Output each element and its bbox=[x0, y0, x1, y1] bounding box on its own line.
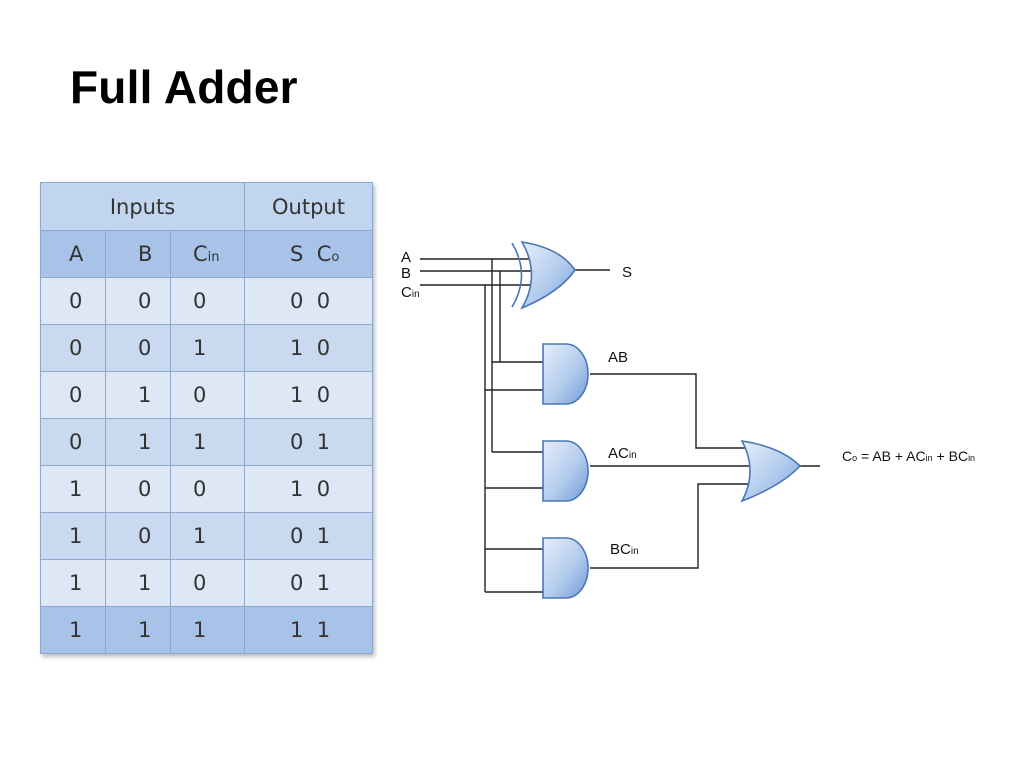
wire-and3-out bbox=[590, 483, 748, 569]
label-and3: BCin bbox=[610, 541, 639, 558]
cell-a: 1 bbox=[40, 559, 106, 607]
cell-a: 1 bbox=[40, 606, 106, 654]
cell-outputs: 1 0 bbox=[244, 465, 373, 513]
cell-s: 1 bbox=[290, 618, 304, 642]
cell-s: 0 bbox=[290, 524, 304, 548]
cell-cin: 0 bbox=[170, 559, 245, 607]
cell-co: 1 bbox=[316, 571, 331, 595]
cell-b: 0 bbox=[105, 512, 171, 560]
xor-gate bbox=[520, 240, 576, 310]
cell-a: 0 bbox=[40, 277, 106, 325]
column-header-outputs: S Co bbox=[244, 230, 373, 278]
cell-outputs: 0 1 bbox=[244, 512, 373, 560]
cell-cin: 0 bbox=[170, 371, 245, 419]
cell-outputs: 1 0 bbox=[244, 371, 373, 419]
cell-s: 0 bbox=[290, 430, 304, 454]
cell-s: 1 bbox=[290, 383, 304, 407]
and-gate-2 bbox=[542, 440, 589, 502]
wire-and1-out bbox=[590, 373, 748, 449]
cell-co: 0 bbox=[316, 383, 331, 407]
label-and2: ACin bbox=[608, 445, 637, 462]
cell-cin: 1 bbox=[170, 606, 245, 654]
cell-b: 0 bbox=[105, 465, 171, 513]
slide-title: Full Adder bbox=[70, 61, 298, 113]
cell-co: 0 bbox=[316, 289, 331, 313]
and-gate-3 bbox=[542, 537, 589, 599]
inputs-header: Inputs bbox=[40, 182, 245, 231]
cell-co: 0 bbox=[316, 336, 331, 360]
cell-outputs: 1 1 bbox=[244, 606, 373, 654]
column-header-a: A bbox=[40, 230, 106, 278]
column-header-s: S bbox=[290, 242, 304, 266]
or-gate bbox=[740, 439, 802, 503]
cell-s: 0 bbox=[290, 571, 304, 595]
cell-outputs: 1 0 bbox=[244, 324, 373, 372]
column-header-b: B bbox=[105, 230, 171, 278]
column-header-cin: Cin bbox=[170, 230, 245, 278]
gates bbox=[511, 240, 802, 599]
label-input-b: B bbox=[401, 265, 411, 282]
circuit-labels: A B Cin S AB ACin BCin Co = AB + ACin + … bbox=[401, 249, 975, 558]
label-and1: AB bbox=[608, 349, 628, 366]
cin-base: C bbox=[193, 242, 208, 266]
label-input-cin: Cin bbox=[401, 284, 420, 301]
output-header: Output bbox=[244, 182, 373, 231]
label-input-a: A bbox=[401, 249, 411, 266]
label-sum: S bbox=[622, 264, 632, 281]
carry-equation: Co = AB + ACin + BCin bbox=[842, 448, 975, 464]
input-lines bbox=[420, 258, 820, 593]
cell-cin: 1 bbox=[170, 418, 245, 466]
column-header-co: Co bbox=[317, 242, 340, 266]
co-base: C bbox=[316, 242, 332, 266]
cell-outputs: 0 0 bbox=[244, 277, 373, 325]
cell-co: 0 bbox=[316, 477, 331, 501]
cell-cin: 1 bbox=[170, 512, 245, 560]
cell-a: 1 bbox=[40, 465, 106, 513]
cell-b: 1 bbox=[105, 418, 171, 466]
cell-co: 1 bbox=[316, 618, 331, 642]
co-sub: o bbox=[331, 250, 340, 265]
cell-cin: 1 bbox=[170, 324, 245, 372]
and-gate-1 bbox=[542, 343, 589, 405]
cell-co: 1 bbox=[316, 430, 331, 454]
cin-sub: in bbox=[207, 250, 220, 265]
cell-a: 0 bbox=[40, 418, 106, 466]
cell-b: 0 bbox=[105, 324, 171, 372]
cell-b: 1 bbox=[105, 371, 171, 419]
cell-outputs: 0 1 bbox=[244, 418, 373, 466]
cell-co: 1 bbox=[316, 524, 331, 548]
cell-s: 1 bbox=[290, 477, 304, 501]
cell-s: 1 bbox=[290, 336, 304, 360]
cell-b: 1 bbox=[105, 559, 171, 607]
cell-s: 0 bbox=[290, 289, 304, 313]
cell-b: 1 bbox=[105, 606, 171, 654]
xor-gate-input-arc bbox=[511, 242, 523, 308]
